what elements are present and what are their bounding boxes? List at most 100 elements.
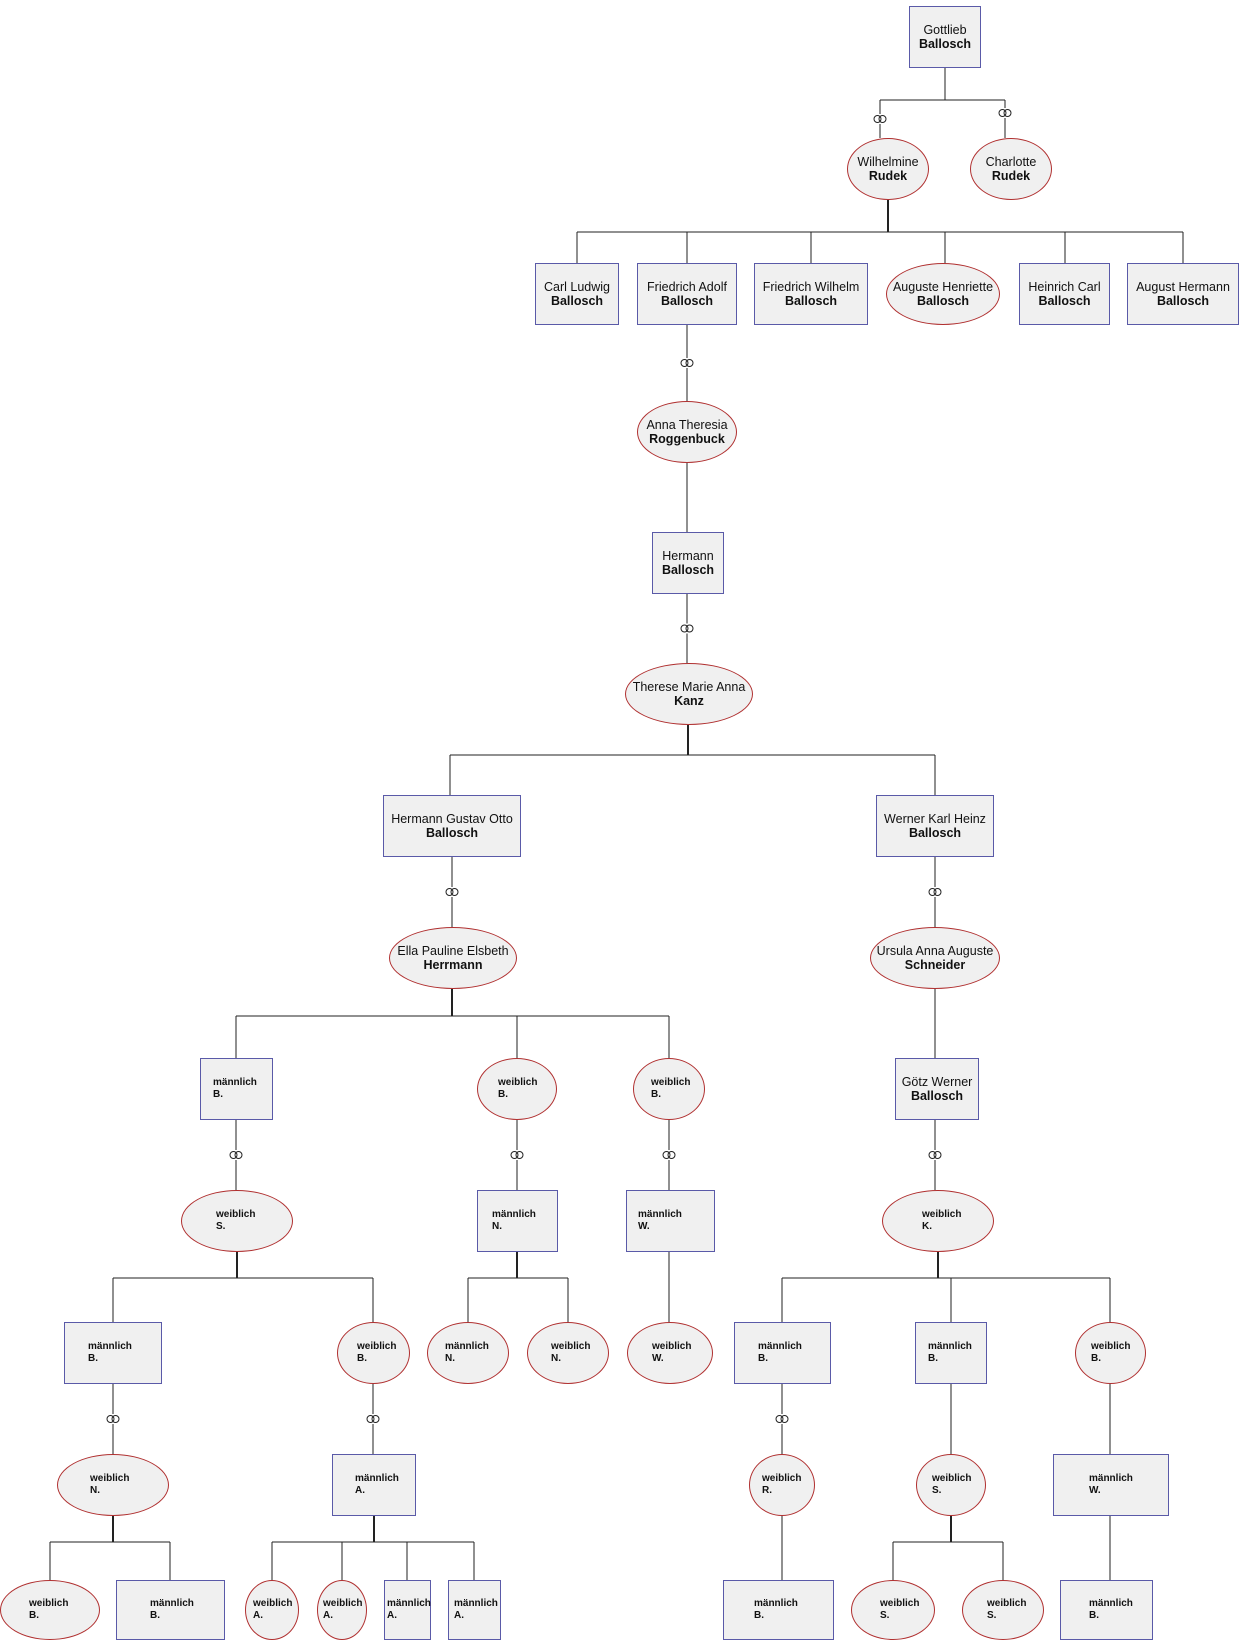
person-maennlich-w[interactable]: männlich W. <box>1053 1454 1169 1516</box>
person-maennlich-w[interactable]: männlich W. <box>626 1190 715 1252</box>
last-name: A. <box>323 1610 333 1621</box>
person-therese-marie-anna-kanz[interactable]: Therese Marie Anna Kanz <box>625 663 753 725</box>
person-carl-ludwig-ballosch[interactable]: Carl Ludwig Ballosch <box>535 263 619 325</box>
person-maennlich-b[interactable]: männlich B. <box>723 1580 834 1640</box>
first-name: weiblich <box>90 1473 130 1484</box>
last-name: S. <box>987 1610 997 1621</box>
last-name: Ballosch <box>908 826 962 840</box>
first-name: weiblich <box>987 1598 1027 1609</box>
person-maennlich-b[interactable]: männlich B. <box>200 1058 273 1120</box>
first-name: männlich <box>754 1598 798 1609</box>
person-weiblich-k[interactable]: weiblich K. <box>882 1190 994 1252</box>
last-name: K. <box>922 1221 932 1232</box>
marriage-rings-icon <box>229 1151 243 1159</box>
last-name: S. <box>880 1610 890 1621</box>
person-weiblich-n[interactable]: weiblich N. <box>527 1322 609 1384</box>
first-name: weiblich <box>762 1473 802 1484</box>
person-friedrich-adolf-ballosch[interactable]: Friedrich Adolf Ballosch <box>637 263 737 325</box>
marriage-rings-icon <box>106 1415 120 1423</box>
first-name: männlich <box>758 1341 802 1352</box>
first-name: Therese Marie Anna <box>632 680 746 694</box>
last-name: B. <box>88 1353 98 1364</box>
person-weiblich-b[interactable]: weiblich B. <box>1075 1322 1146 1384</box>
person-weiblich-b[interactable]: weiblich B. <box>337 1322 410 1384</box>
last-name: Ballosch <box>1038 294 1091 308</box>
last-name: B. <box>213 1089 223 1100</box>
person-weiblich-b[interactable]: weiblich B. <box>633 1058 705 1120</box>
marriage-rings-icon <box>873 115 887 123</box>
marriage-rings-icon <box>998 109 1012 117</box>
person-maennlich-b[interactable]: männlich B. <box>734 1322 831 1384</box>
person-maennlich-a[interactable]: männlich A. <box>448 1580 501 1640</box>
person-heinrich-carl-ballosch[interactable]: Heinrich Carl Ballosch <box>1019 263 1110 325</box>
person-maennlich-b[interactable]: männlich B. <box>116 1580 225 1640</box>
first-name: weiblich <box>922 1209 962 1220</box>
person-august-hermann-ballosch[interactable]: August Hermann Ballosch <box>1127 263 1239 325</box>
last-name: B. <box>928 1353 938 1364</box>
person-ella-pauline-elsbeth-herrmann[interactable]: Ella Pauline Elsbeth Herrmann <box>389 927 517 989</box>
person-charlotte-rudek[interactable]: Charlotte Rudek <box>970 138 1052 200</box>
person-hermann-ballosch[interactable]: Hermann Ballosch <box>652 532 724 594</box>
person-weiblich-b[interactable]: weiblich B. <box>477 1058 557 1120</box>
first-name: männlich <box>1089 1598 1133 1609</box>
first-name: weiblich <box>932 1473 972 1484</box>
last-name: N. <box>492 1221 502 1232</box>
person-weiblich-s[interactable]: weiblich S. <box>916 1454 986 1516</box>
first-name: Friedrich Adolf <box>647 280 727 294</box>
person-weiblich-a[interactable]: weiblich A. <box>245 1580 299 1640</box>
person-anna-theresia-roggenbuck[interactable]: Anna Theresia Roggenbuck <box>637 401 737 463</box>
person-weiblich-n[interactable]: weiblich N. <box>57 1454 169 1516</box>
person-maennlich-b[interactable]: männlich B. <box>1060 1580 1153 1640</box>
last-name: S. <box>216 1221 226 1232</box>
person-hermann-gustav-otto-ballosch[interactable]: Hermann Gustav Otto Ballosch <box>383 795 521 857</box>
first-name: Hermann Gustav Otto <box>391 812 513 826</box>
last-name: Ballosch <box>918 37 972 51</box>
last-name: Ballosch <box>784 294 838 308</box>
person-weiblich-s[interactable]: weiblich S. <box>181 1190 293 1252</box>
last-name: W. <box>652 1353 664 1364</box>
person-maennlich-n[interactable]: männlich N. <box>427 1322 509 1384</box>
marriage-rings-icon <box>680 624 694 633</box>
first-name: Werner Karl Heinz <box>884 812 986 826</box>
last-name: B. <box>758 1353 768 1364</box>
first-name: männlich <box>445 1341 489 1352</box>
last-name: Herrmann <box>423 958 483 972</box>
person-werner-karl-heinz-ballosch[interactable]: Werner Karl Heinz Ballosch <box>876 795 994 857</box>
person-weiblich-s[interactable]: weiblich S. <box>851 1580 935 1640</box>
first-name: Heinrich Carl <box>1028 280 1101 294</box>
last-name: Ballosch <box>660 294 714 308</box>
first-name: Auguste Henriette <box>892 280 994 294</box>
first-name: weiblich <box>216 1209 256 1220</box>
person-gottlieb-ballosch[interactable]: Gottlieb Ballosch <box>909 6 981 68</box>
person-goetz-werner-ballosch[interactable]: Götz Werner Ballosch <box>895 1058 979 1120</box>
person-maennlich-n[interactable]: männlich N. <box>477 1190 558 1252</box>
person-weiblich-w[interactable]: weiblich W. <box>627 1322 713 1384</box>
last-name: B. <box>29 1610 39 1621</box>
first-name: Anna Theresia <box>646 418 728 432</box>
person-friedrich-wilhelm-ballosch[interactable]: Friedrich Wilhelm Ballosch <box>754 263 868 325</box>
last-name: B. <box>150 1610 160 1621</box>
person-weiblich-s[interactable]: weiblich S. <box>962 1580 1044 1640</box>
first-name: männlich <box>213 1077 257 1088</box>
last-name: W. <box>1089 1485 1101 1496</box>
first-name: Gottlieb <box>923 23 967 37</box>
person-maennlich-b[interactable]: männlich B. <box>64 1322 162 1384</box>
person-ursula-anna-auguste-schneider[interactable]: Ursula Anna Auguste Schneider <box>870 927 1000 989</box>
last-name: A. <box>253 1610 263 1621</box>
first-name: männlich <box>387 1598 431 1609</box>
person-weiblich-r[interactable]: weiblich R. <box>749 1454 815 1516</box>
person-maennlich-a[interactable]: männlich A. <box>332 1454 416 1516</box>
first-name: männlich <box>492 1209 536 1220</box>
person-weiblich-a[interactable]: weiblich A. <box>317 1580 367 1640</box>
person-maennlich-b[interactable]: männlich B. <box>915 1322 987 1384</box>
first-name: weiblich <box>652 1341 692 1352</box>
person-maennlich-a[interactable]: männlich A. <box>384 1580 431 1640</box>
person-weiblich-b[interactable]: weiblich B. <box>0 1580 100 1640</box>
first-name: Ursula Anna Auguste <box>876 944 994 958</box>
person-auguste-henriette-ballosch[interactable]: Auguste Henriette Ballosch <box>886 263 1000 325</box>
first-name: männlich <box>928 1341 972 1352</box>
first-name: Ella Pauline Elsbeth <box>397 944 509 958</box>
person-wilhelmine-rudek[interactable]: Wilhelmine Rudek <box>847 138 929 200</box>
